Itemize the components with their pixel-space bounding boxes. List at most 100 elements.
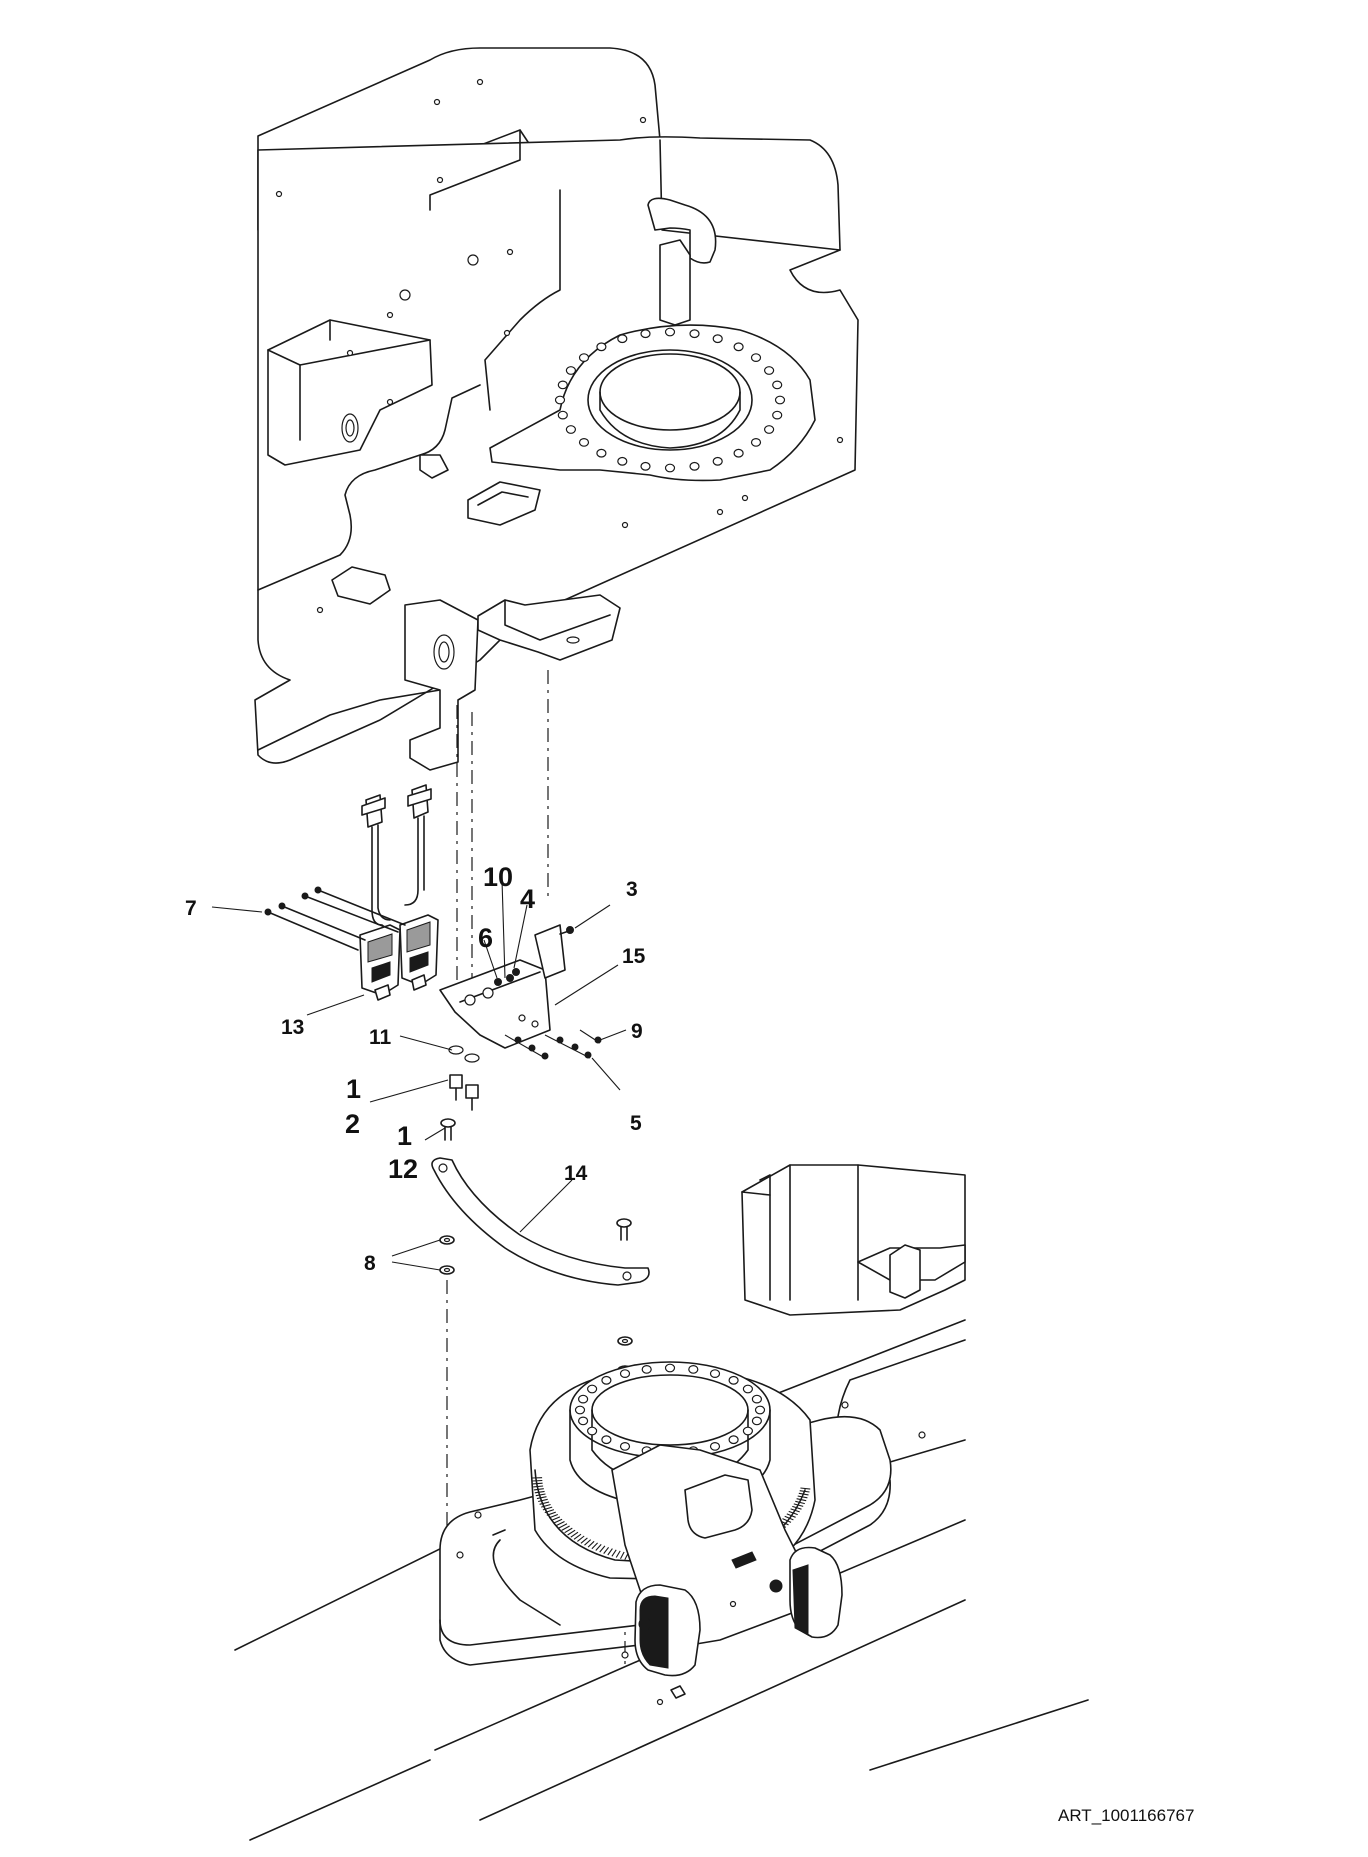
bolt-hole	[619, 1441, 631, 1451]
guide-screw-left	[440, 1118, 456, 1141]
gear-tooth	[546, 1511, 556, 1516]
callout-1-lower: 1	[397, 1121, 412, 1151]
bolt-hole	[586, 1426, 598, 1436]
callout-15: 15	[622, 945, 646, 968]
bolt-hole	[596, 342, 607, 352]
callout-4: 4	[520, 884, 535, 914]
bolt-hole	[664, 463, 676, 473]
switch-screws	[264, 886, 406, 951]
limit-switch-right	[399, 914, 439, 991]
callout-3: 3	[626, 878, 638, 901]
limit-switch-left	[359, 924, 401, 1001]
bolt-hole	[586, 1384, 598, 1394]
gear-tooth	[539, 1501, 550, 1505]
bolt-hole	[617, 456, 628, 466]
gear-tooth	[532, 1482, 543, 1485]
callout-12: 12	[388, 1154, 418, 1184]
gear-tooth	[620, 1551, 625, 1559]
bolt-hole	[664, 1363, 676, 1373]
bolt-hole	[742, 1384, 754, 1394]
bolt-hole	[574, 1405, 586, 1415]
bolt-hole	[772, 380, 783, 390]
bolt-hole	[601, 1375, 612, 1385]
callout-leader-lines	[211, 879, 627, 1271]
gear-tooth	[793, 1503, 804, 1507]
bolt-hole	[763, 425, 775, 434]
gear-tooth	[550, 1516, 561, 1522]
gear-tooth	[788, 1510, 798, 1516]
callout-labels: 7 13 10 4 6 3 15 11 9 1 2 5 1 12 14 8	[185, 862, 646, 1275]
bolt-hole	[664, 327, 676, 337]
bolt-hole	[557, 410, 568, 420]
callout-13: 13	[281, 1016, 304, 1039]
switch-cable-right	[404, 784, 432, 906]
gear-tooth	[611, 1549, 617, 1557]
gear-tooth	[603, 1546, 610, 1554]
gear-tooth	[782, 1518, 792, 1523]
callout-1-upper: 1	[346, 1074, 361, 1104]
bolt-hole	[750, 438, 762, 447]
bolt-hole	[728, 1435, 739, 1445]
gear-tooth	[796, 1498, 807, 1502]
bolt-hole	[750, 353, 762, 363]
bolt-hole	[578, 438, 590, 447]
gear-tooth	[792, 1505, 802, 1510]
gear-tooth	[584, 1539, 592, 1546]
bolt-hole	[754, 1405, 766, 1415]
bolt-hole	[688, 1364, 699, 1374]
gear-tooth	[800, 1487, 811, 1490]
switch-cable-left	[361, 794, 391, 931]
gear-tooth	[795, 1500, 805, 1505]
bolt-hole	[557, 380, 568, 390]
gear-tooth	[533, 1485, 544, 1488]
gear-tooth	[544, 1509, 555, 1514]
bolt-hole	[712, 456, 723, 466]
bolt-hole	[577, 1416, 589, 1426]
gear-tooth	[561, 1525, 570, 1531]
gear-tooth	[599, 1545, 606, 1553]
slew-ring-assembly	[529, 1361, 843, 1677]
gear-tooth	[542, 1506, 553, 1511]
gear-tooth	[541, 1503, 551, 1508]
bracket-hardware	[494, 926, 574, 986]
callout-7: 7	[185, 897, 197, 920]
bolt-hole	[565, 366, 577, 375]
guide-screw-right	[616, 1218, 632, 1241]
art-number: ART_1001166767	[1058, 1806, 1195, 1825]
gear-tooth	[591, 1542, 598, 1550]
gear-tooth	[587, 1540, 595, 1548]
gear-tooth	[786, 1513, 796, 1518]
gear-tooth	[595, 1544, 602, 1551]
bolt-hole	[554, 395, 566, 405]
callout-10: 10	[483, 862, 513, 892]
gear-tooth	[784, 1515, 794, 1521]
bolt-hole	[742, 1426, 754, 1436]
bolt-circle-holes	[554, 327, 786, 473]
gear-tooth	[538, 1498, 548, 1503]
gear-tooth	[534, 1490, 545, 1494]
gear-tooth	[533, 1488, 544, 1491]
bolt-hole	[763, 366, 775, 375]
bolt-hole	[619, 1369, 631, 1378]
bolt-hole	[751, 1416, 763, 1426]
callout-8: 8	[364, 1252, 376, 1275]
bolt-hole	[709, 1441, 721, 1451]
gear-tooth	[799, 1490, 810, 1493]
bolt-hole	[774, 395, 786, 405]
limit-switch-assembly	[264, 784, 602, 1111]
bolt-hole	[578, 353, 590, 363]
gear-tooth	[548, 1513, 558, 1519]
bolt-hole	[689, 329, 700, 339]
gear-tooth	[555, 1521, 565, 1527]
gear-tooth	[615, 1550, 621, 1558]
bolt-hole	[601, 1435, 612, 1445]
gear-tooth	[790, 1508, 800, 1513]
bolt-hole	[772, 410, 783, 420]
gear-tooth	[577, 1535, 585, 1542]
switch-mount-bracket	[439, 924, 566, 1049]
gear-tooth	[567, 1529, 576, 1536]
gear-tooth	[798, 1492, 809, 1496]
bolt-hole	[640, 329, 651, 339]
